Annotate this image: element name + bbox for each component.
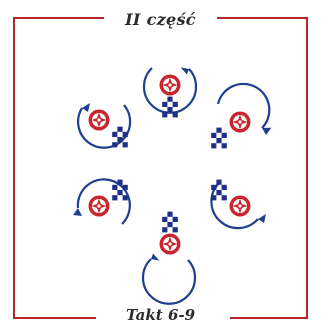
dancer-icon bbox=[88, 109, 110, 131]
rotation-arrow-upper-right bbox=[216, 82, 271, 129]
dancer-icon bbox=[88, 195, 110, 217]
partner-icon bbox=[162, 211, 178, 233]
partner-icon bbox=[162, 96, 178, 118]
rotation-arrow-bottom bbox=[141, 258, 197, 305]
dancer-icon bbox=[229, 111, 251, 133]
rotation-arrow-lower-left bbox=[76, 178, 131, 225]
partner-icon bbox=[112, 126, 128, 148]
dancer-icon bbox=[159, 74, 181, 96]
dancer-icon bbox=[159, 233, 181, 255]
rotation-arrow-lower-right bbox=[210, 183, 259, 230]
partner-icon bbox=[211, 179, 227, 201]
diagram-title: II część bbox=[125, 10, 196, 29]
dancer-pair-upper-left bbox=[77, 103, 132, 149]
dancer-icon bbox=[229, 195, 251, 217]
frame-border bbox=[13, 17, 308, 319]
dancer-pair-bottom bbox=[141, 211, 197, 305]
diagram-caption: Takt 6-9 bbox=[125, 306, 196, 324]
rotation-arrow-top bbox=[142, 67, 198, 114]
dancer-pair-upper-right bbox=[211, 82, 272, 149]
dancer-pair-top bbox=[142, 67, 198, 118]
partner-icon bbox=[211, 127, 227, 149]
dancer-pair-lower-left bbox=[73, 178, 131, 225]
rotation-arrow-upper-left bbox=[77, 104, 132, 149]
dancer-pair-lower-right bbox=[210, 179, 266, 230]
